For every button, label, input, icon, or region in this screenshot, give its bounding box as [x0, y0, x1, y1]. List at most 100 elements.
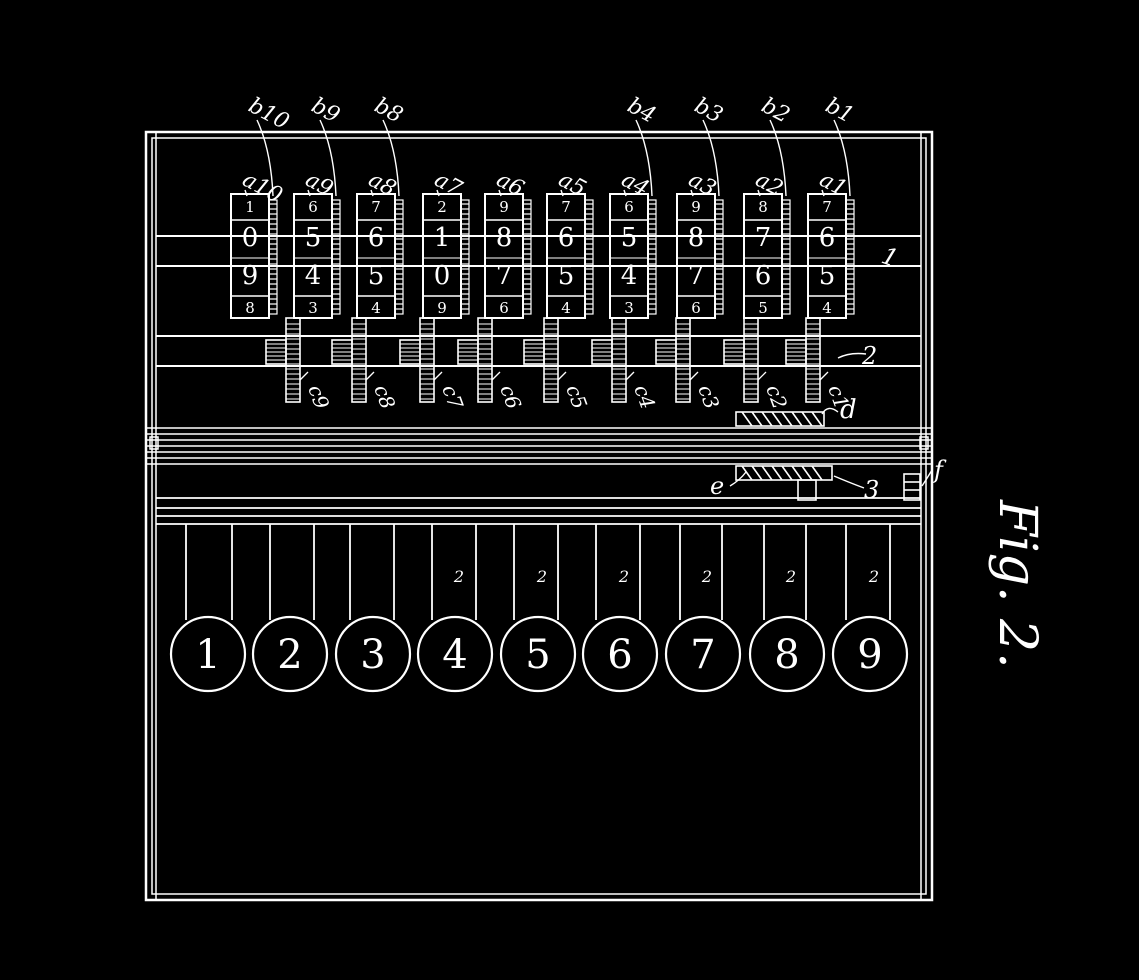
wheel-teeth	[781, 199, 791, 315]
rack-label: c5	[561, 382, 592, 413]
key-stem-mark: 2	[453, 567, 464, 586]
wheel-digit: 8	[496, 223, 513, 253]
label-gear-e: e	[710, 472, 724, 500]
rack-label: c9	[303, 382, 334, 413]
wheel-digit: 4	[561, 299, 571, 317]
wheel-digit: 7	[496, 261, 513, 291]
key-button[interactable]: 52	[499, 567, 577, 693]
key-number: 6	[607, 632, 632, 678]
wheel-digit: 6	[691, 299, 701, 317]
key-stem-mark: 2	[618, 567, 629, 586]
wheel-digit: 8	[688, 223, 705, 253]
key-stem-mark: 2	[536, 567, 547, 586]
label-frame-3: 3	[864, 476, 879, 504]
wheel-digit: 5	[368, 261, 385, 291]
key-number: 2	[277, 632, 302, 678]
wheel-digit: 3	[308, 299, 318, 317]
wheel-teeth	[460, 199, 470, 315]
wheel-label-b: b2	[757, 93, 794, 128]
key-number: 4	[442, 632, 467, 678]
wheel-digit: 7	[371, 198, 381, 216]
key-number: 5	[525, 632, 550, 678]
wheel-digit: 7	[561, 198, 571, 216]
wheel-digit: 6	[368, 223, 385, 253]
wheel-teeth	[647, 199, 657, 315]
wheel-teeth	[845, 199, 855, 315]
wheel-digit: 7	[755, 223, 772, 253]
wheel-digit: 6	[558, 223, 575, 253]
wheel-digit: 9	[499, 198, 509, 216]
wheel-digit: 5	[558, 261, 575, 291]
wheel-digit: 4	[621, 261, 638, 291]
wheel-digit: 9	[691, 198, 701, 216]
wheel-digit: 7	[688, 261, 705, 291]
wheel-teeth	[394, 199, 404, 315]
wheel-digit: 3	[624, 299, 634, 317]
key-button[interactable]: 1	[169, 615, 247, 693]
wheel-digit: 8	[245, 299, 255, 317]
label-shaft-d: d	[840, 395, 857, 425]
leader-lines	[729, 352, 933, 489]
wheel-digit: 4	[305, 261, 322, 291]
key-stem-mark: 2	[701, 567, 712, 586]
wheel-teeth	[268, 199, 278, 315]
key-number: 3	[360, 632, 385, 678]
wheel-digit: 6	[308, 198, 318, 216]
rack-label: c2	[761, 382, 792, 413]
gear-cluster	[735, 411, 921, 501]
key-stems	[185, 524, 891, 620]
counting-wheels: 1098a10b106543a9b97654a8b82109a79876a676…	[230, 93, 858, 319]
main-shaft	[146, 427, 932, 465]
wheel-digit: 9	[242, 261, 259, 291]
wheel-digit: 0	[242, 223, 259, 253]
wheel-digit: 5	[305, 223, 322, 253]
key-button[interactable]: 92	[831, 567, 909, 693]
wheel-digit: 5	[819, 261, 836, 291]
rack-label: c8	[369, 382, 400, 413]
wheel-digit: 2	[437, 198, 447, 216]
wheel-label-b: b3	[690, 93, 727, 128]
key-number: 9	[857, 632, 882, 678]
wheel-teeth	[584, 199, 594, 315]
key-button[interactable]: 3	[334, 615, 412, 693]
wheel-digit: 0	[434, 261, 451, 291]
key-number: 7	[690, 632, 715, 678]
key-bar	[156, 497, 921, 525]
key-stem-mark: 2	[868, 567, 879, 586]
wheel-digit: 6	[755, 261, 772, 291]
rack-label: c4	[629, 382, 660, 413]
wheel-digit: 8	[758, 198, 768, 216]
label-ratchet-f: f	[932, 456, 947, 484]
wheel-label-b: b9	[307, 93, 344, 128]
wheel-digit: 5	[621, 223, 638, 253]
frame-bars	[156, 235, 921, 367]
wheel-digit: 9	[437, 299, 447, 317]
wheel-label-b: b10	[244, 93, 293, 135]
wheel-teeth	[714, 199, 724, 315]
rack-label: c3	[693, 382, 724, 413]
wheel-digit: 6	[499, 299, 509, 317]
wheel-digit: 6	[624, 198, 634, 216]
wheel-digit: 1	[434, 223, 451, 253]
key-button[interactable]: 42	[416, 567, 494, 693]
key-button[interactable]: 2	[251, 615, 329, 693]
label-frame-2: 2	[861, 342, 877, 370]
key-stem-mark: 2	[785, 567, 796, 586]
key-number: 1	[195, 632, 220, 678]
key-button[interactable]: 72	[664, 567, 742, 693]
key-button[interactable]: 82	[748, 567, 826, 693]
wheel-label-b: b1	[821, 93, 858, 128]
figure-label: Fig. 2.	[987, 499, 1047, 669]
wheel-teeth	[522, 199, 532, 315]
wheel-digit: 1	[245, 198, 255, 216]
key-button[interactable]: 62	[581, 567, 659, 693]
wheel-teeth	[331, 199, 341, 315]
